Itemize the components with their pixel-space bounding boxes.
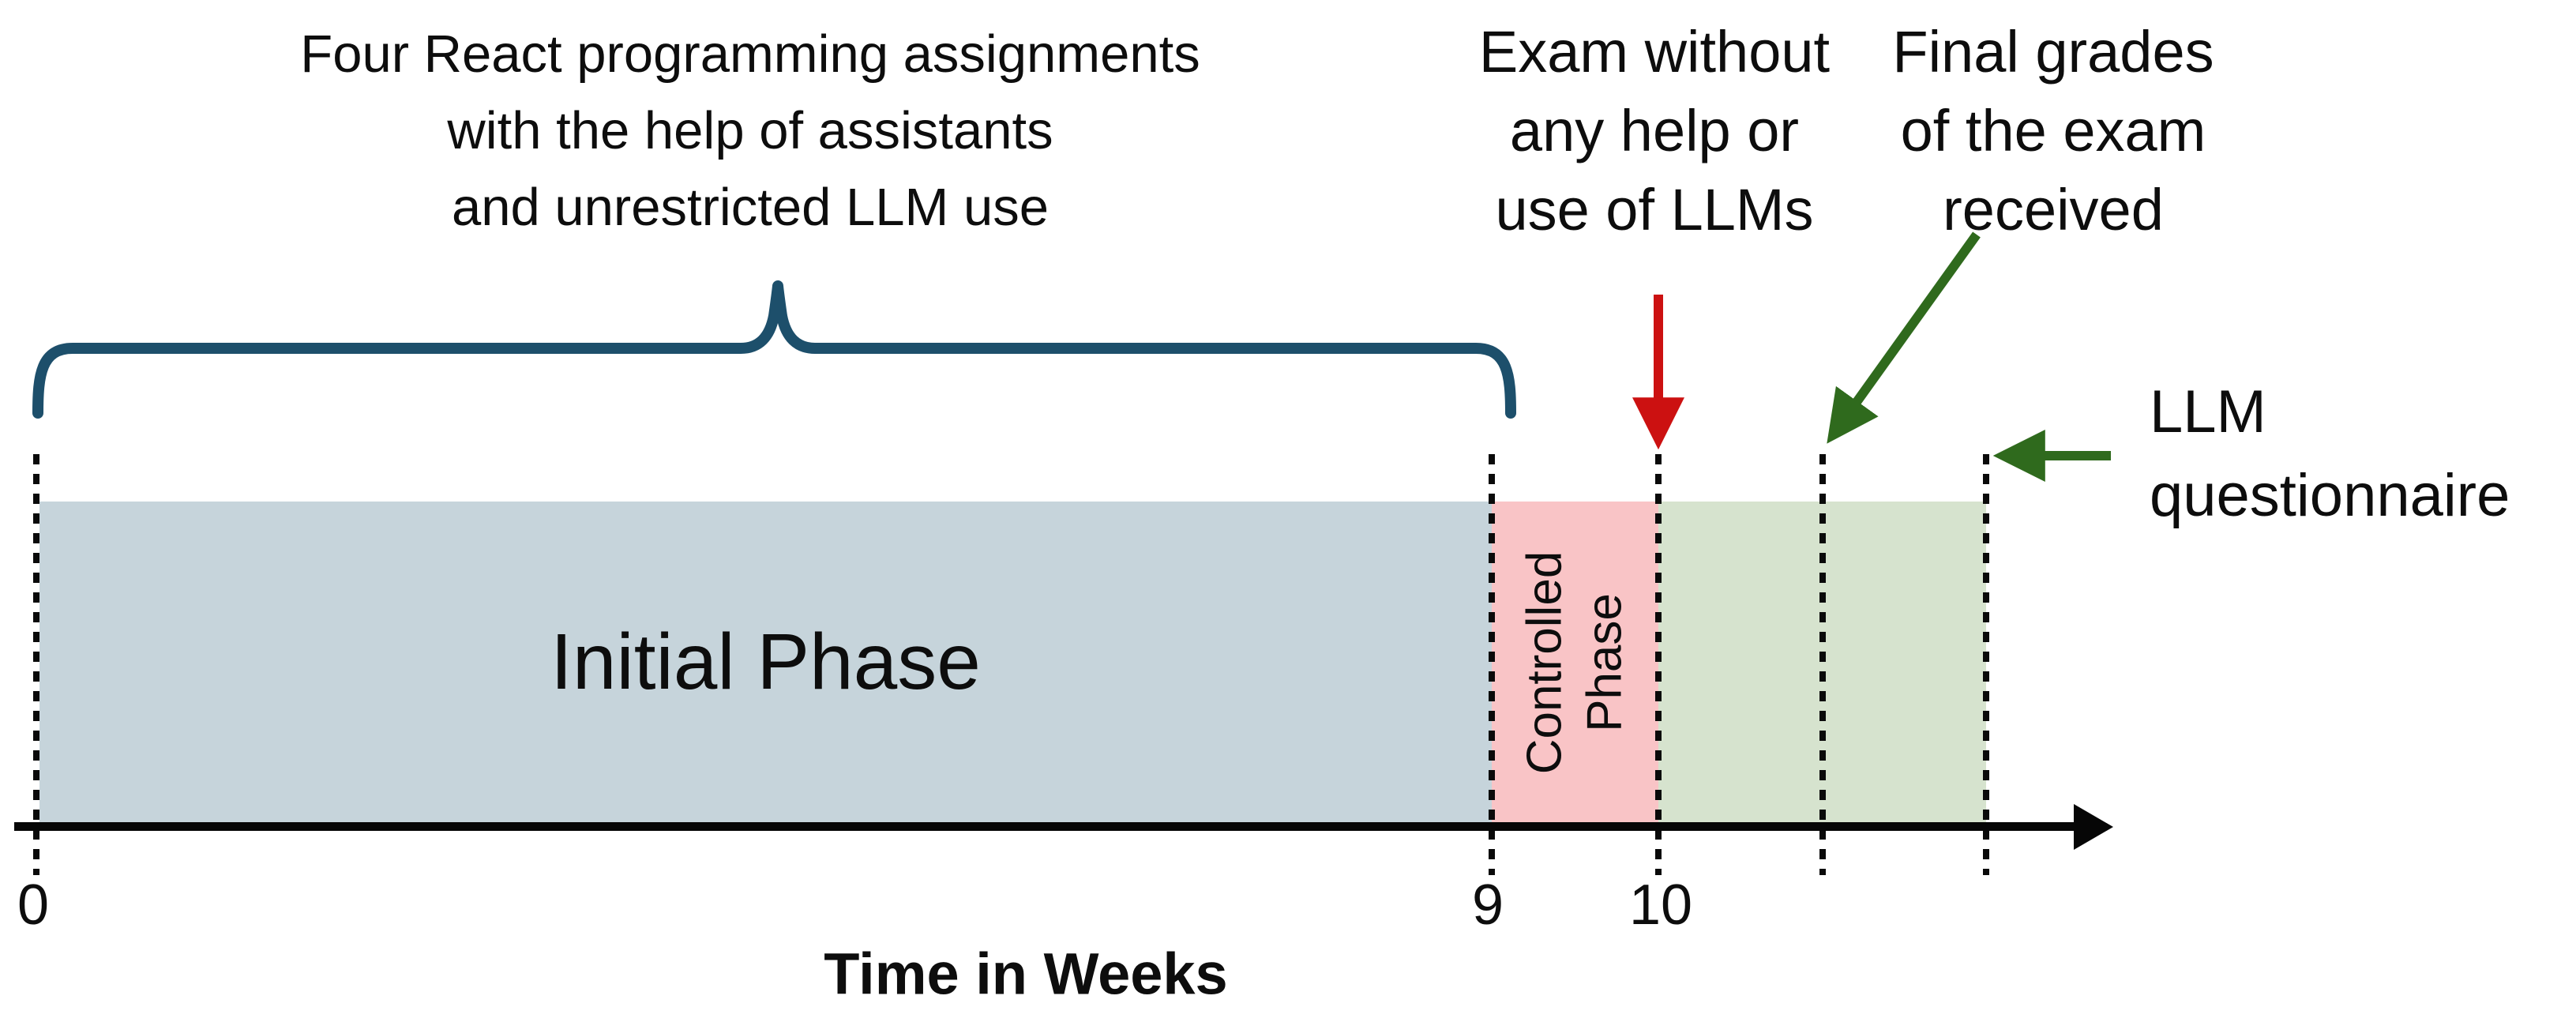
final-grades-arrow [1827, 231, 1981, 444]
initial-phase-label: Initial Phase [550, 618, 981, 706]
event-line-week-9 [1489, 454, 1495, 875]
axis-title: Time in Weeks [824, 941, 1228, 1007]
assignments-annotation: Four React programming assignments with … [300, 24, 1200, 237]
axis-arrowhead [2074, 804, 2113, 850]
tick-label-10: 10 [1628, 874, 1693, 937]
event-line-week-0 [33, 454, 39, 875]
tick-label-0: 0 [17, 874, 50, 937]
time-axis [14, 822, 2077, 831]
initial-phase-brace [32, 280, 1516, 419]
event-line-week-10 [1655, 454, 1662, 875]
final-grades-annotation: Final grades of the exam received [1892, 19, 2214, 242]
llm-questionnaire-annotation: LLM questionnaire [2150, 378, 2510, 529]
event-line-week-12 [1983, 454, 1989, 875]
event-line-week-11 [1819, 454, 1826, 875]
tick-label-9: 9 [1471, 874, 1504, 937]
controlled-phase-band: Controlled Phase [1492, 502, 1658, 823]
controlled-phase-label: Controlled Phase [1517, 550, 1632, 774]
exam-annotation: Exam without any help or use of LLMs [1478, 19, 1831, 242]
initial-phase-band: Initial Phase [39, 502, 1492, 823]
